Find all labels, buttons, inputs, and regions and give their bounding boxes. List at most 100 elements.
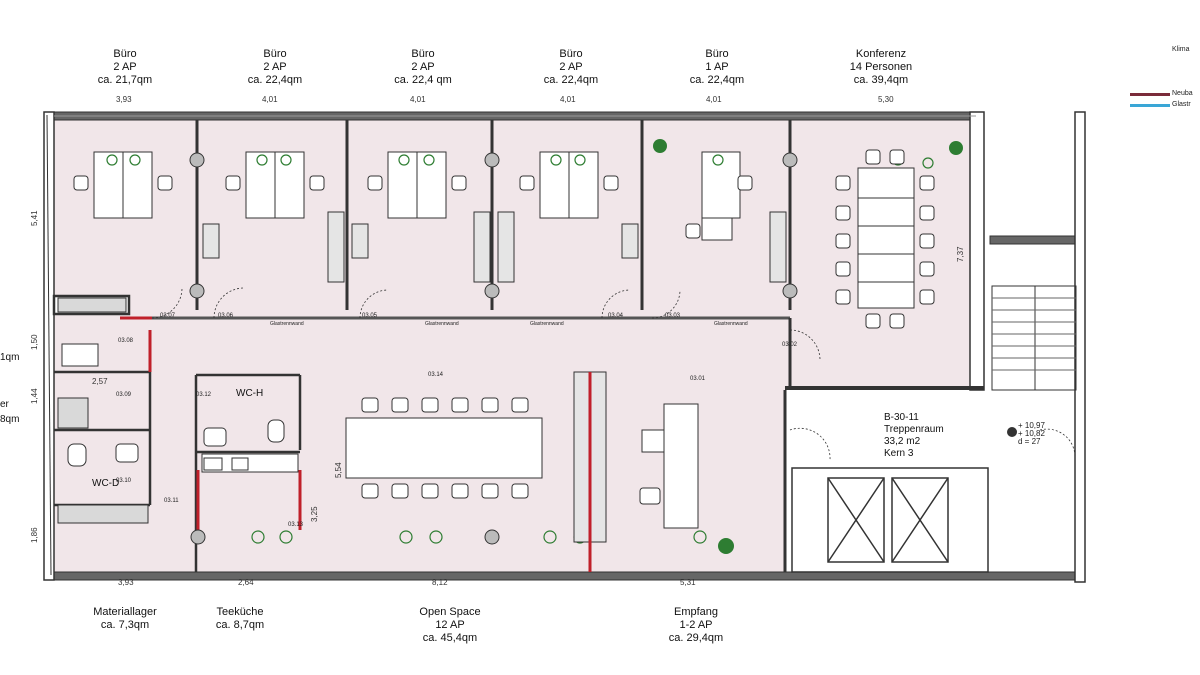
- room-label-materiallager: Materiallager ca. 7,3qm: [70, 606, 180, 632]
- room-ap: 1-2 AP: [679, 619, 713, 631]
- room-num-0313: 03.13: [288, 522, 304, 528]
- office-chairs: [73, 175, 753, 239]
- room-area: ca. 39,4qm: [853, 74, 909, 86]
- room-name: Konferenz: [855, 48, 907, 60]
- dim-top-6: 5,30: [878, 95, 894, 104]
- room-name: Büro: [705, 48, 729, 60]
- glass-wall-label-3: Glastrennwand: [530, 321, 564, 327]
- room-area: ca. 22,4qm: [247, 74, 303, 86]
- legend-neubau-line: [1130, 93, 1170, 96]
- room-num-0309: 03.09: [116, 392, 132, 398]
- room-label-buero-3: Büro 2 AP ca. 22,4 qm: [368, 48, 478, 87]
- room-label-empfang: Empfang 1-2 AP ca. 29,4qm: [646, 606, 746, 645]
- reception-desk: [639, 403, 699, 529]
- dim-bottom-3: 8,12: [432, 578, 448, 587]
- room-ap: 2 AP: [113, 61, 137, 73]
- elevators: [791, 467, 989, 573]
- stair-core: Kern 3: [884, 448, 914, 459]
- vdim-4: 1,86: [30, 527, 39, 543]
- vdim-3: 1,44: [30, 388, 39, 404]
- plant-icons: [653, 139, 963, 554]
- room-num-0307: 03.07: [160, 313, 176, 319]
- room-num-0306: 03.06: [218, 313, 234, 319]
- stairs: [991, 285, 1077, 391]
- kitchen-counter: [201, 453, 299, 473]
- vdim-1: 5,41: [30, 210, 39, 226]
- office-desks: [93, 151, 741, 241]
- room-name: Büro: [263, 48, 287, 60]
- room-ap: 12 AP: [435, 619, 465, 631]
- glass-wall-label-4: Glastrennwand: [714, 321, 748, 327]
- legend-glas: Glastr: [1172, 101, 1191, 108]
- vdim-5: 5,54: [334, 462, 343, 478]
- room-label-buero-1: Büro 2 AP ca. 21,7qm: [70, 48, 180, 87]
- cabinets: [202, 211, 787, 283]
- level-marker: [1007, 427, 1017, 437]
- room-num-0308: 03.08: [118, 338, 134, 344]
- room-area: ca. 29,4qm: [668, 632, 724, 644]
- room-num-0303: 03.03: [665, 313, 681, 319]
- room-num-0302: 03.02: [782, 342, 798, 348]
- conference-chairs: [835, 149, 935, 329]
- stair-label: B-30-11 Treppenraum 33,2 m2 Kern 3: [884, 412, 944, 460]
- room-num-0314: 03.14: [428, 372, 444, 378]
- dim-top-2: 4,01: [262, 95, 278, 104]
- dim-top-1: 3,93: [116, 95, 132, 104]
- room-area: ca. 22,4qm: [689, 74, 745, 86]
- room-name: Materiallager: [93, 606, 157, 618]
- left-label-2: er: [0, 399, 9, 410]
- room-num-0301: 03.01: [690, 376, 706, 382]
- level-3: d = 27: [1018, 437, 1041, 446]
- glass-wall-label-1: Glastrennwand: [270, 321, 304, 327]
- level-1: + 10,97: [1018, 421, 1045, 430]
- room-label-konferenz: Konferenz 14 Personen ca. 39,4qm: [826, 48, 936, 87]
- room-area: ca. 21,7qm: [97, 74, 153, 86]
- conference-table: [857, 167, 915, 309]
- office-partitions: [195, 120, 792, 310]
- room-name: Teeküche: [216, 606, 264, 618]
- room-name: Büro: [411, 48, 435, 60]
- storage-hatch: [57, 297, 149, 524]
- wc-d-label: WC-D: [92, 478, 120, 489]
- stair-name: Treppenraum: [884, 424, 944, 435]
- level-text: + 10,97 + 10,82 d = 27: [1018, 422, 1045, 446]
- room-num-0311: 03.11: [164, 498, 179, 504]
- legend-title: Klima: [1172, 46, 1190, 53]
- columns: [189, 152, 798, 545]
- left-area-2: 8qm: [0, 414, 20, 425]
- legend-neubau: Neuba: [1172, 90, 1193, 97]
- room-num-0304: 03.04: [608, 313, 624, 319]
- dim-top-4: 4,01: [560, 95, 576, 104]
- door-arcs: [151, 287, 1076, 461]
- room-ap: 2 AP: [559, 61, 583, 73]
- room-label-buero-2: Büro 2 AP ca. 22,4qm: [220, 48, 330, 87]
- stair-id: B-30-11: [884, 412, 919, 423]
- vdim-6: 3,25: [310, 506, 319, 522]
- wc-h-label: WC-H: [236, 388, 264, 399]
- room-ap: 1 AP: [705, 61, 729, 73]
- room-area: ca. 22,4 qm: [394, 74, 452, 86]
- center-storage: [573, 371, 607, 572]
- room-ap: 2 AP: [411, 61, 435, 73]
- room-label-buero-4: Büro 2 AP ca. 22,4qm: [516, 48, 626, 87]
- dim-top-3: 4,01: [410, 95, 426, 104]
- dim-bottom-4: 5,31: [680, 578, 696, 587]
- service-red-lines: [148, 330, 302, 530]
- dim-inner: 2,57: [92, 377, 108, 386]
- stair-area: 33,2 m2: [884, 436, 921, 447]
- room-area: ca. 7,3qm: [100, 619, 150, 631]
- room-name: Büro: [113, 48, 137, 60]
- room-area: ca. 22,4qm: [543, 74, 599, 86]
- room-ap: 14 Personen: [849, 61, 913, 73]
- glass-wall-label-2: Glastrennwand: [425, 321, 459, 327]
- dim-top-5: 4,01: [706, 95, 722, 104]
- room-name: Open Space: [419, 606, 481, 618]
- open-space-chairs: [361, 397, 529, 499]
- room-area: ca. 45,4qm: [422, 632, 478, 644]
- dim-bottom-2: 2,64: [238, 578, 254, 587]
- wc-fixtures: [61, 343, 285, 467]
- room-num-0305: 03.05: [362, 313, 378, 319]
- room-ap: 2 AP: [263, 61, 287, 73]
- legend-glas-line: [1130, 104, 1170, 107]
